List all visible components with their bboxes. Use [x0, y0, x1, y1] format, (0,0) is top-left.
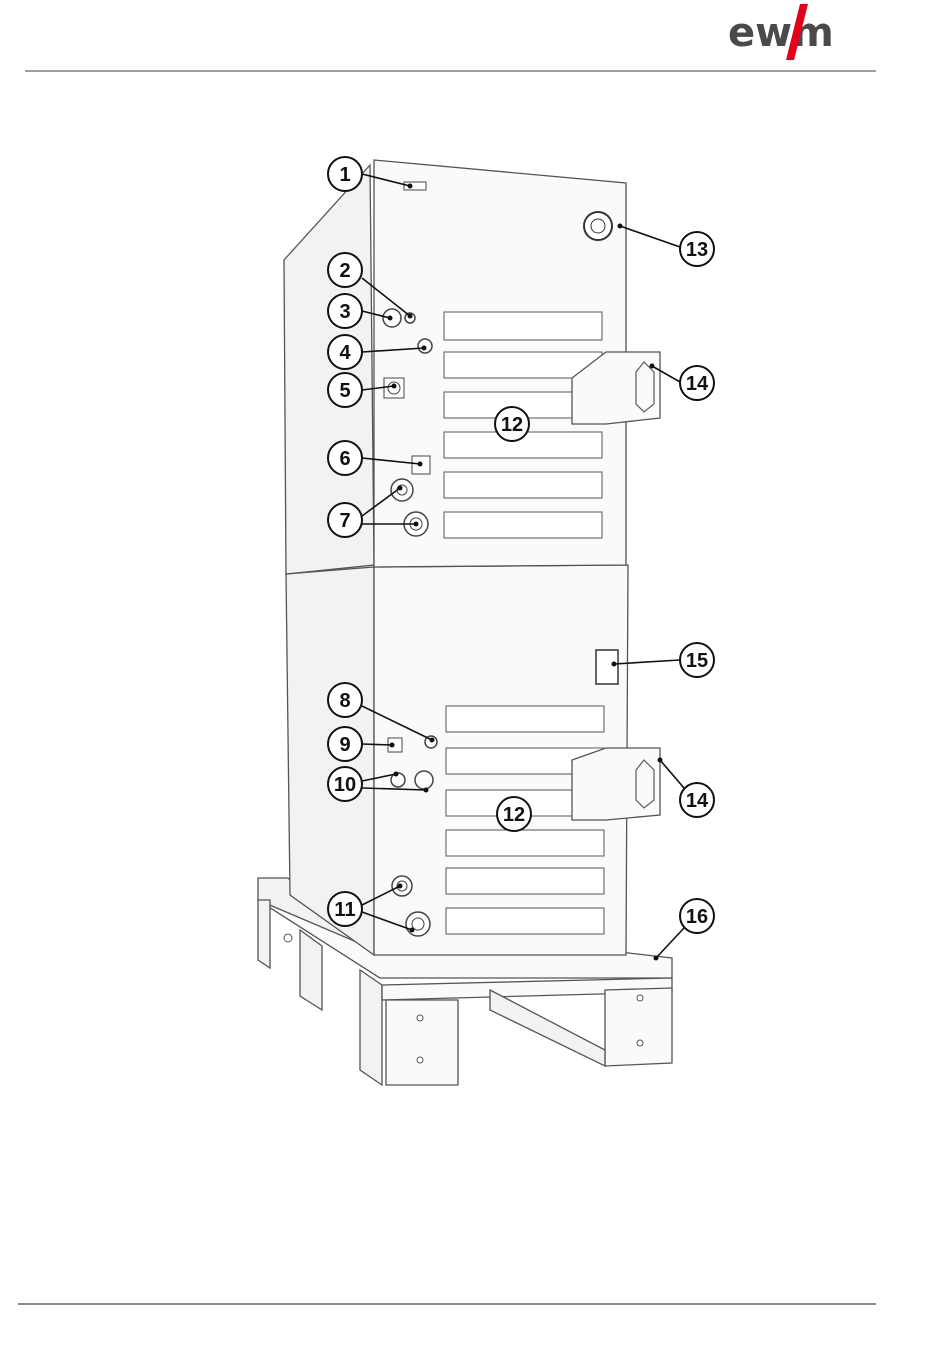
callout-13: 13: [680, 232, 714, 266]
callout-4: 4: [328, 335, 362, 369]
callout-label: 4: [339, 342, 351, 364]
callout-label: 3: [339, 301, 350, 323]
callout-2: 2: [328, 253, 362, 287]
machine-illustration: [258, 160, 672, 1085]
callout-14-upper: 14: [680, 366, 714, 400]
callout-10: 10: [328, 767, 362, 801]
callout-16: 16: [680, 899, 714, 933]
callout-label: 2: [339, 260, 350, 282]
ewm-logo: ewm: [728, 4, 834, 60]
callout-label: 1: [339, 164, 350, 186]
callout-label: 11: [334, 899, 355, 921]
callout-6: 6: [328, 441, 362, 475]
logo-text: ewm: [728, 10, 834, 56]
callout-12-upper: 12: [495, 407, 529, 441]
callout-5: 5: [328, 373, 362, 407]
callout-14-lower: 14: [680, 783, 714, 817]
callout-label: 14: [686, 790, 709, 812]
callout-15: 15: [680, 643, 714, 677]
callout-label: 15: [686, 650, 708, 672]
callout-label: 5: [339, 380, 350, 402]
callout-label: 10: [334, 774, 356, 796]
callout-9: 9: [328, 727, 362, 761]
callout-label: 7: [339, 510, 350, 532]
callout-label: 9: [339, 734, 350, 756]
callout-label: 13: [686, 239, 708, 261]
callout-label: 8: [339, 690, 350, 712]
callout-label: 12: [503, 804, 525, 826]
callout-label: 12: [501, 414, 523, 436]
callout-7: 7: [328, 503, 362, 537]
callout-8: 8: [328, 683, 362, 717]
callout-1: 1: [328, 157, 362, 191]
callout-11: 11: [328, 892, 362, 926]
callout-label: 6: [339, 448, 350, 470]
callout-label: 16: [686, 906, 708, 928]
callout-3: 3: [328, 294, 362, 328]
callout-12-lower: 12: [497, 797, 531, 831]
callout-label: 14: [686, 373, 709, 395]
